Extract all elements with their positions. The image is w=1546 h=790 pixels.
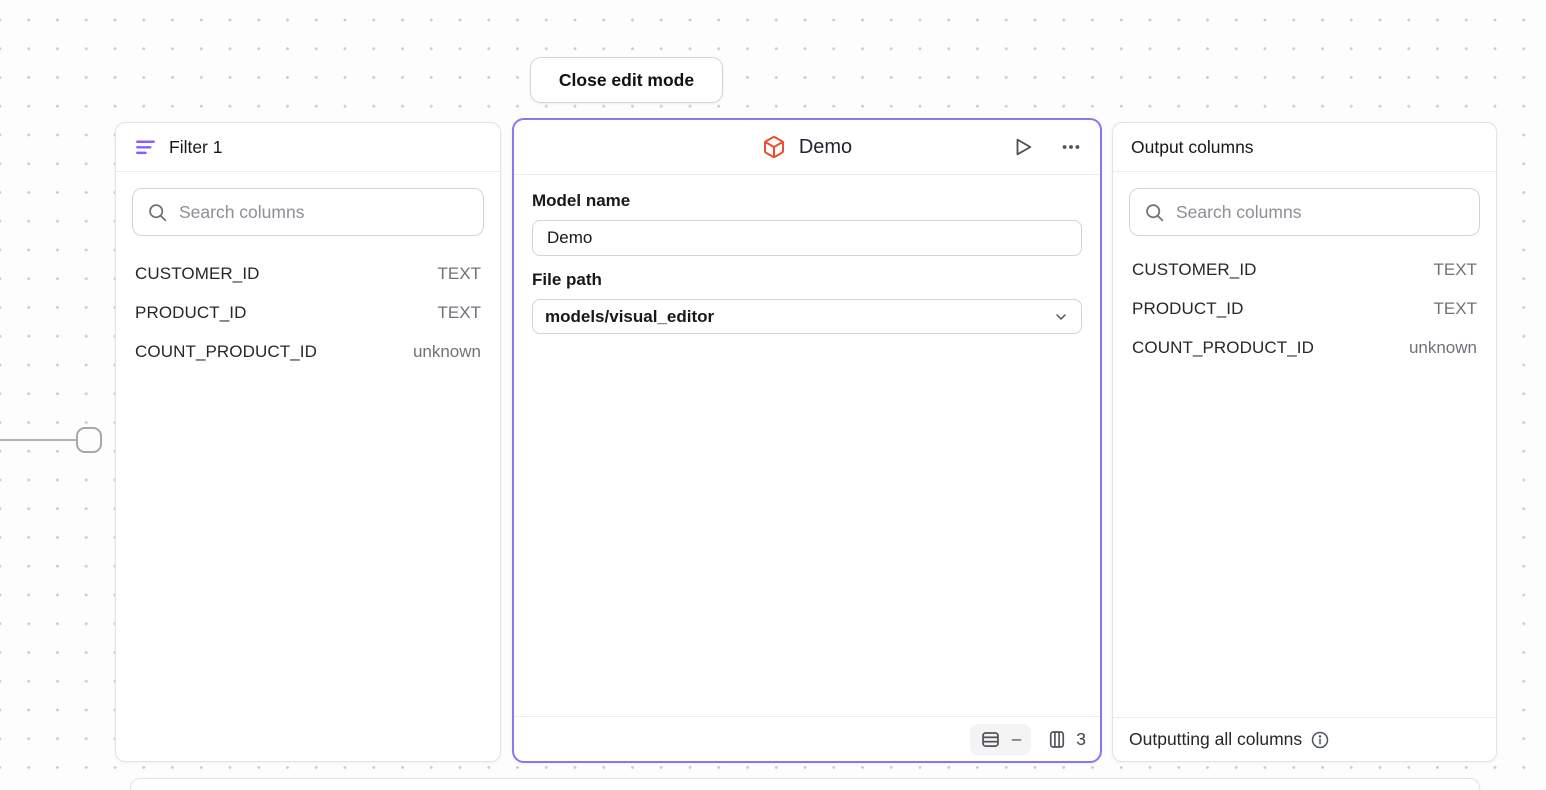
column-type: unknown	[413, 342, 481, 362]
filter-search-box[interactable]	[132, 188, 484, 236]
column-type: TEXT	[438, 303, 481, 323]
column-type: unknown	[1409, 338, 1477, 358]
row-count-badge[interactable]: –	[970, 724, 1031, 755]
column-name: COUNT_PRODUCT_ID	[135, 342, 317, 362]
output-columns-panel[interactable]: Output columns CUSTOMER_ID TEXT PRODU	[1112, 122, 1497, 762]
file-path-select[interactable]: models/visual_editor	[532, 299, 1082, 334]
row-count-value: –	[1012, 729, 1021, 749]
filter-node-panel[interactable]: Filter 1 CUSTOMER_ID TEXT PRODUCT_ID	[115, 122, 501, 762]
column-row[interactable]: CUSTOMER_ID TEXT	[1132, 250, 1477, 289]
model-panel-footer: – 3	[514, 716, 1100, 761]
table-columns-icon	[1047, 729, 1067, 750]
column-name: COUNT_PRODUCT_ID	[1132, 338, 1314, 358]
bottom-results-panel[interactable]	[130, 778, 1480, 790]
column-type: TEXT	[438, 264, 481, 284]
model-name-label: Model name	[532, 191, 1082, 211]
search-icon	[147, 202, 168, 223]
filter-column-list: CUSTOMER_ID TEXT PRODUCT_ID TEXT COUNT_P…	[132, 254, 484, 371]
column-name: CUSTOMER_ID	[1132, 260, 1257, 280]
output-footer-text: Outputting all columns	[1129, 729, 1302, 750]
output-panel-footer: Outputting all columns	[1113, 717, 1496, 761]
model-panel-header: Demo	[514, 120, 1100, 175]
column-name: PRODUCT_ID	[135, 303, 247, 323]
model-panel-title: Demo	[799, 136, 852, 159]
info-icon[interactable]	[1310, 730, 1330, 750]
search-icon	[1144, 202, 1165, 223]
file-path-label: File path	[532, 270, 1082, 290]
model-node-panel-selected[interactable]: Demo Model name File path models/vis	[512, 118, 1102, 763]
column-row[interactable]: COUNT_PRODUCT_ID unknown	[1132, 328, 1477, 367]
filter-panel-header: Filter 1	[116, 123, 500, 172]
file-path-value: models/visual_editor	[545, 307, 714, 327]
model-cube-icon	[762, 135, 786, 159]
column-row[interactable]: CUSTOMER_ID TEXT	[135, 254, 481, 293]
output-panel-title: Output columns	[1131, 137, 1254, 158]
output-column-list: CUSTOMER_ID TEXT PRODUCT_ID TEXT COUNT_P…	[1129, 250, 1480, 367]
column-row[interactable]: PRODUCT_ID TEXT	[1132, 289, 1477, 328]
model-name-input[interactable]	[532, 220, 1082, 256]
column-row[interactable]: COUNT_PRODUCT_ID unknown	[135, 332, 481, 371]
close-edit-mode-button[interactable]: Close edit mode	[530, 57, 723, 103]
filter-search-input[interactable]	[179, 202, 469, 223]
filter-panel-title: Filter 1	[169, 137, 222, 158]
output-search-box[interactable]	[1129, 188, 1480, 236]
column-name: CUSTOMER_ID	[135, 264, 260, 284]
column-count-badge[interactable]: 3	[1047, 729, 1086, 750]
column-count-value: 3	[1076, 729, 1086, 750]
column-type: TEXT	[1434, 260, 1477, 280]
chevron-down-icon	[1053, 309, 1069, 325]
output-panel-header: Output columns	[1113, 123, 1496, 172]
table-rows-icon	[980, 729, 1001, 750]
column-name: PRODUCT_ID	[1132, 299, 1244, 319]
run-model-button[interactable]	[1010, 134, 1036, 160]
edge-connector-line	[0, 439, 78, 441]
output-search-input[interactable]	[1176, 202, 1465, 223]
more-options-button[interactable]	[1058, 134, 1084, 160]
filter-icon	[134, 136, 157, 159]
column-type: TEXT	[1434, 299, 1477, 319]
column-row[interactable]: PRODUCT_ID TEXT	[135, 293, 481, 332]
edge-connection-handle[interactable]	[76, 427, 102, 453]
